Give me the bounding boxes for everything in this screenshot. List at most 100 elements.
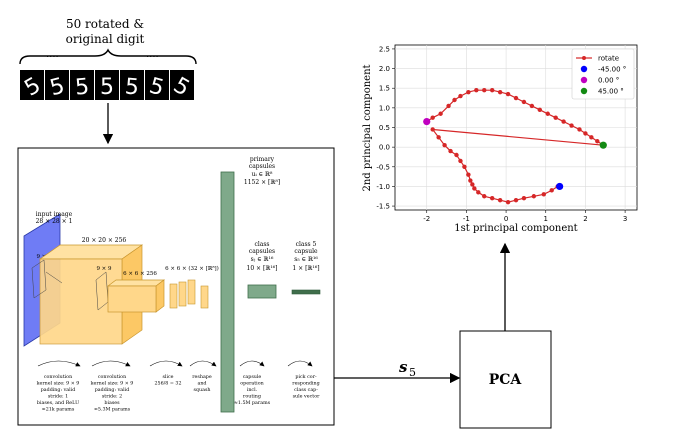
y-tick-label: 0.5 — [379, 124, 390, 132]
step-annotation-line: padding: valid — [95, 387, 130, 393]
digit-brace — [19, 48, 197, 65]
point-rotate — [595, 139, 600, 144]
step-annotation-line: operation — [240, 381, 263, 387]
primary-capsules-column — [220, 171, 235, 413]
x-axis-label: 1st principal component — [454, 223, 577, 234]
x-tick-label: 3 — [623, 215, 627, 223]
point-highlight — [599, 141, 607, 149]
pca-label: PCA — [489, 372, 523, 388]
point-rotate — [482, 87, 487, 93]
s5-label: s 5 — [399, 358, 416, 379]
svg-text:capsule: capsule — [294, 248, 318, 255]
svg-text:1152 × [ℝ⁸]: 1152 × [ℝ⁸] — [244, 179, 280, 186]
step-annotation-line: pick cor- — [295, 374, 317, 380]
point-rotate — [513, 95, 519, 101]
sliced-capsule-blocks — [169, 279, 209, 309]
point-rotate — [521, 196, 527, 201]
legend-box — [571, 48, 635, 100]
y-tick-label: -1.5 — [376, 203, 390, 211]
input-size: 28 × 28 × 1 — [36, 218, 73, 225]
digit-tile — [145, 70, 169, 100]
step-annotation-line: class cap- — [294, 387, 318, 393]
reshape-size: 6 × 6 × (32 × [ℝ⁸]) — [165, 265, 219, 272]
pca-box — [459, 330, 552, 429]
legend-label: rotate — [598, 55, 619, 63]
y-tick-label: 2.5 — [379, 45, 390, 53]
digit-tile — [120, 70, 144, 100]
network-diagram: input image 28 × 28 × 1 9 × 9 20 × 20 × … — [17, 147, 461, 426]
brace-ellipsis-left: ···· — [46, 52, 59, 63]
step-annotation-line: responding — [292, 381, 319, 387]
legend-swatch — [582, 56, 586, 60]
point-rotate — [466, 172, 471, 177]
kernel2-label: 9 × 9 — [96, 266, 112, 272]
step-annotation-line: kernel size: 9 × 9 — [37, 381, 80, 387]
point-rotate — [458, 158, 463, 164]
legend-swatch — [580, 76, 588, 84]
legend-label: 0.00 ° — [598, 77, 619, 85]
point-rotate — [541, 192, 546, 197]
y-tick-label: 2.0 — [379, 65, 390, 73]
step-annotation-line: capsule — [243, 374, 262, 380]
point-rotate — [531, 194, 537, 199]
point-rotate — [430, 127, 435, 132]
point-rotate — [513, 197, 519, 203]
svg-text:sⱼ ∈ ℝ¹⁶: sⱼ ∈ ℝ¹⁶ — [251, 256, 274, 263]
legend-swatch — [580, 87, 588, 95]
svg-text:s₅ ∈ ℝ¹⁶: s₅ ∈ ℝ¹⁶ — [294, 256, 318, 263]
y-tick-label: 1.0 — [379, 104, 390, 112]
class-capsules-label: class capsules sⱼ ∈ ℝ¹⁶ 10 × [ℝ¹⁶] — [247, 241, 278, 272]
step-annotation-line: padding: valid — [41, 387, 76, 393]
legend-label: -45.00 ° — [598, 66, 626, 74]
y-tick-label: -0.5 — [376, 163, 390, 171]
point-rotate — [553, 115, 558, 120]
conv2-volume — [106, 279, 166, 313]
svg-text:primary: primary — [250, 156, 275, 163]
x-tick-label: -2 — [423, 215, 430, 223]
point-rotate — [436, 135, 441, 140]
point-rotate — [497, 89, 503, 95]
point-rotate — [482, 194, 487, 199]
svg-text:class 5: class 5 — [296, 241, 317, 248]
y-ticks: -1.5-1.0-0.50.00.51.01.52.02.5 — [376, 45, 395, 211]
chart-legend: rotate-45.00 °0.00 °45.00 ° — [571, 48, 635, 100]
svg-text:5: 5 — [409, 366, 416, 379]
digit-tile — [20, 70, 44, 100]
point-rotate — [569, 123, 574, 128]
step-annotation-line: convolution — [98, 374, 126, 380]
input-label: input image — [36, 211, 73, 218]
point-rotate — [589, 135, 594, 140]
svg-text:capsules: capsules — [249, 248, 275, 255]
conv1-size: 20 × 20 × 256 — [82, 237, 127, 244]
point-rotate — [462, 164, 467, 169]
svg-text:capsules: capsules — [249, 163, 275, 170]
conv2-size: 6 × 6 × 256 — [123, 271, 157, 277]
digit-tile — [95, 70, 119, 100]
point-rotate — [470, 182, 475, 187]
point-rotate — [452, 97, 457, 103]
svg-text:10 × [ℝ¹⁶]: 10 × [ℝ¹⁶] — [247, 265, 278, 272]
legend-swatch — [580, 65, 588, 73]
x-tick-label: 0 — [504, 215, 508, 223]
class5-capsule-label: class 5 capsule s₅ ∈ ℝ¹⁶ 1 × [ℝ¹⁶] — [292, 241, 319, 272]
step-annotation-line: stride: 1 — [48, 394, 68, 400]
series-points — [423, 87, 607, 205]
point-rotate — [537, 107, 543, 113]
point-rotate — [430, 115, 435, 120]
step-annotation-line: squash — [193, 387, 210, 393]
svg-text:uᵢ ∈ ℝ⁸: uᵢ ∈ ℝ⁸ — [252, 171, 273, 178]
step-annotation-line: reshape — [192, 374, 212, 380]
svg-text:s: s — [399, 358, 408, 376]
step-annotation-line: convolution — [44, 374, 72, 380]
step-annotation-line: biases, and ReLU — [37, 400, 79, 406]
brace-ellipsis-right: ···· — [146, 52, 159, 63]
digit-glyph: 5 — [124, 74, 140, 100]
x-tick-label: 1 — [544, 215, 548, 223]
digit-glyph: 5 — [47, 74, 67, 102]
step-annotation-line: biases — [104, 400, 120, 406]
point-rotate — [468, 178, 473, 183]
